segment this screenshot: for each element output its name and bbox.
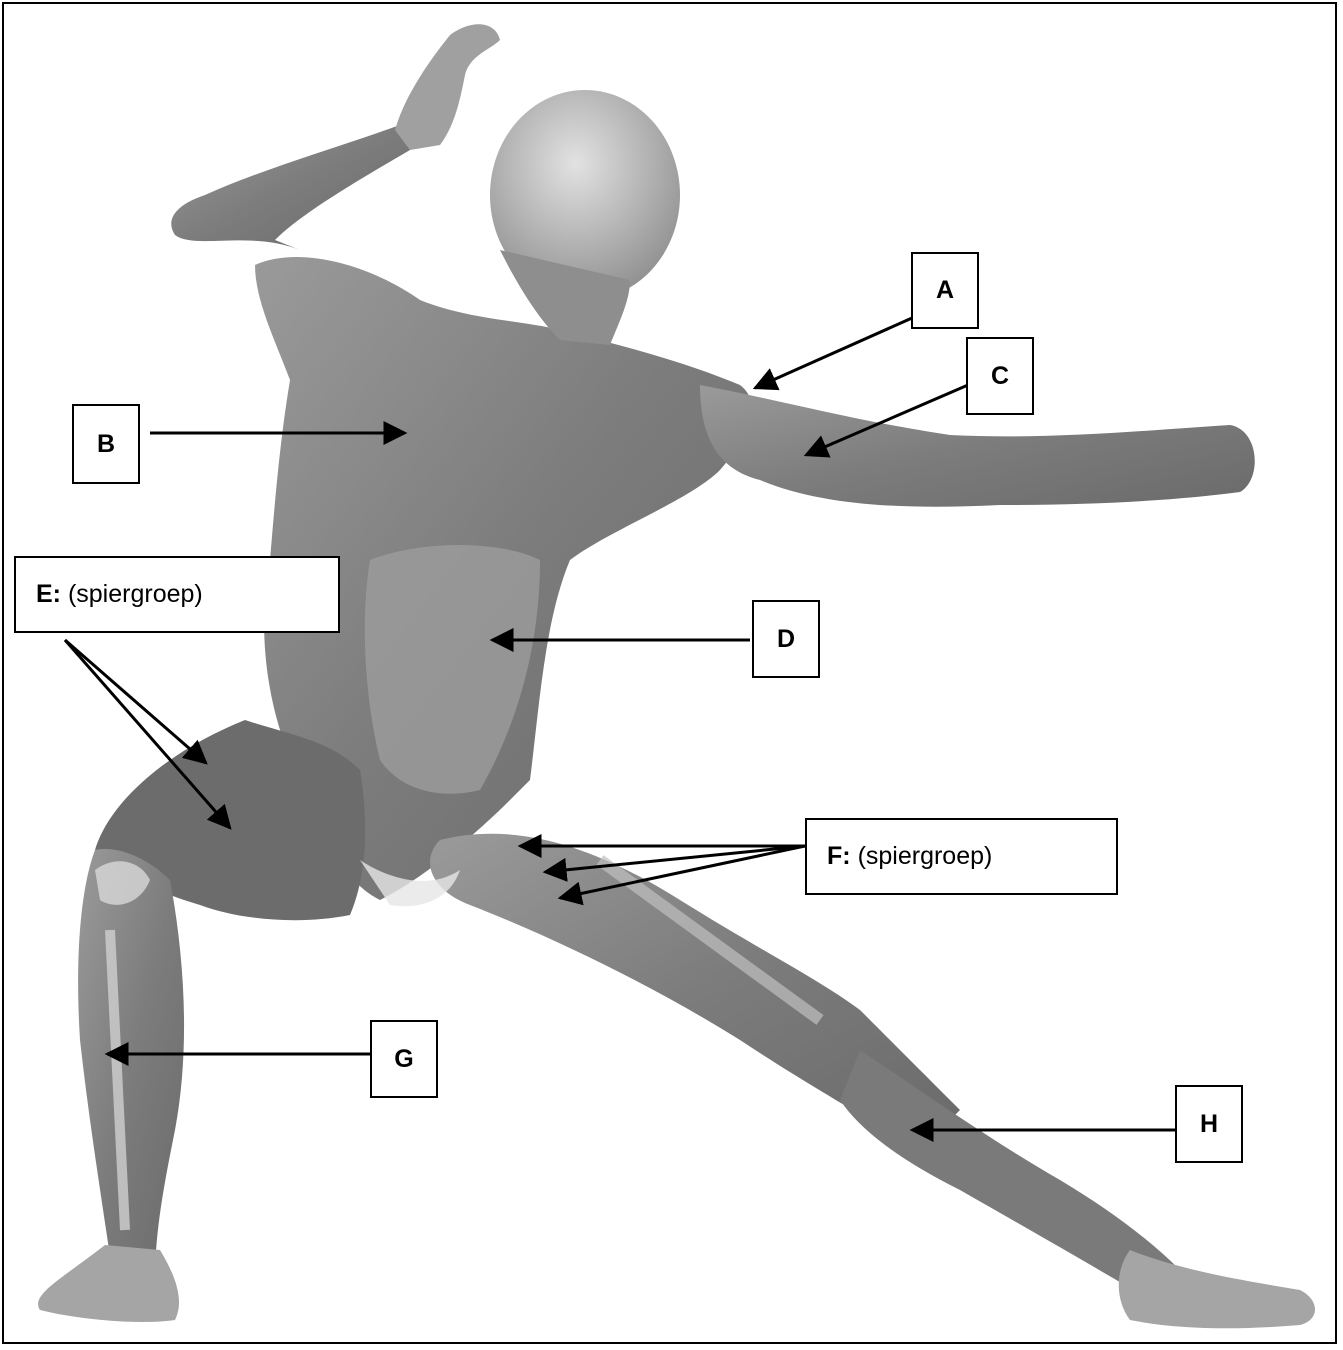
label-d: D	[752, 600, 820, 678]
label-h: H	[1175, 1085, 1243, 1163]
label-e-text: (spiergroep)	[68, 580, 203, 609]
left-foot	[38, 1245, 179, 1322]
bent-lower-leg	[78, 849, 184, 1290]
label-f-muscle-group: F: (spiergroep)	[805, 818, 1118, 895]
label-e-letter: E:	[36, 580, 61, 609]
right-foot	[1119, 1250, 1315, 1328]
label-b: B	[72, 404, 140, 484]
label-g: G	[370, 1020, 438, 1098]
arrow-a	[755, 318, 912, 388]
label-a: A	[911, 252, 979, 329]
body	[38, 24, 1315, 1328]
label-f-text: (spiergroep)	[858, 842, 993, 871]
label-f-letter: F:	[827, 842, 851, 871]
arrow-e1	[65, 640, 206, 763]
label-e-muscle-group: E: (spiergroep)	[14, 556, 340, 633]
label-c: C	[966, 337, 1034, 415]
raised-upper-arm	[171, 125, 410, 250]
raised-hand	[395, 24, 500, 150]
